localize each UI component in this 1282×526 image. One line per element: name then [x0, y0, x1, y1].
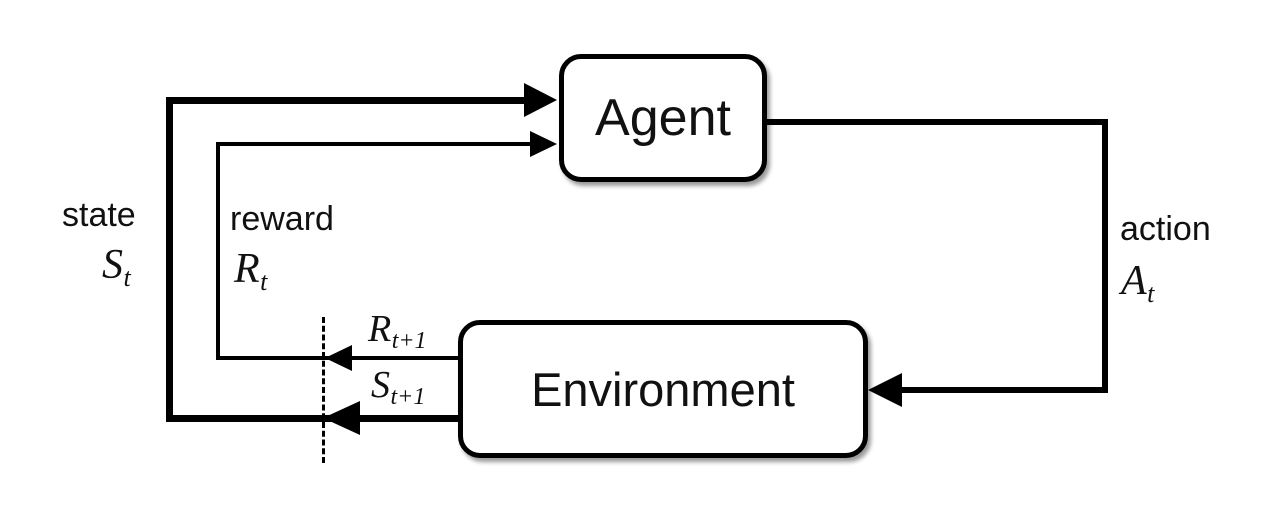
action-symbol: A	[1121, 258, 1147, 304]
next-state-line	[166, 415, 462, 422]
next-reward-arrowhead-icon	[325, 345, 352, 371]
action-symbol-label: At	[1121, 258, 1154, 306]
reward-word-label: reward	[230, 200, 334, 238]
agent-box: Agent	[559, 54, 767, 182]
action-into-environment-arrowhead-icon	[868, 373, 902, 407]
action-line-vertical	[1102, 119, 1108, 393]
agent-label: Agent	[595, 89, 731, 147]
reward-symbol: R	[234, 246, 260, 292]
environment-label: Environment	[531, 362, 795, 416]
reward-into-agent-arrowhead-icon	[530, 131, 557, 157]
action-word-label: action	[1120, 210, 1211, 248]
reward-line-vertical	[216, 142, 220, 360]
next-state-symbol-label: St+1	[371, 364, 425, 409]
action-line-top	[765, 119, 1108, 125]
state-subscript: t	[123, 262, 131, 292]
action-line-bottom	[900, 387, 1108, 393]
reward-line-top	[216, 142, 530, 146]
next-state-symbol: S	[371, 364, 390, 406]
action-subscript: t	[1147, 278, 1155, 308]
time-step-divider	[322, 317, 325, 463]
state-into-agent-arrowhead-icon	[524, 83, 557, 117]
next-reward-symbol-label: Rt+1	[368, 308, 427, 353]
next-reward-symbol: R	[368, 308, 392, 350]
state-symbol: S	[102, 242, 123, 288]
state-symbol-label: St	[102, 242, 131, 290]
environment-box: Environment	[458, 320, 868, 458]
next-state-arrowhead-icon	[323, 401, 360, 435]
state-line-top	[166, 97, 524, 104]
state-line-vertical	[166, 97, 173, 422]
next-reward-subscript: t+1	[391, 328, 427, 355]
state-word-label: state	[62, 196, 136, 234]
reward-symbol-label: Rt	[234, 246, 267, 294]
next-state-subscript: t+1	[390, 384, 426, 411]
reward-subscript: t	[260, 266, 268, 296]
